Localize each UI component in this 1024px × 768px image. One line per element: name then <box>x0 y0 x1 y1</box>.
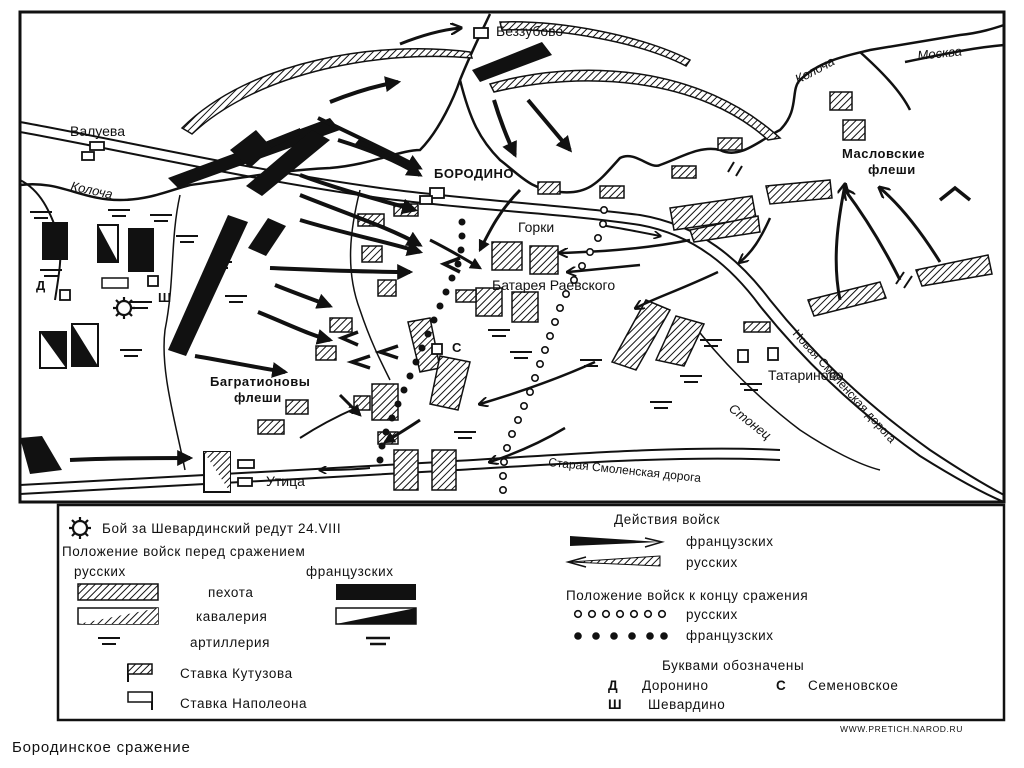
caption-text: Бородинское сражение <box>12 739 191 756</box>
place-bezzubovo: Беззубово <box>496 23 563 39</box>
new-smolensk-road-edge <box>19 131 1005 503</box>
water-kolocha-west: Колоча <box>69 178 114 202</box>
russian-cavalry-sweeps <box>180 21 782 141</box>
place-raevsky-battery: Батарея Раевского <box>492 277 615 293</box>
village-markers <box>59 27 779 487</box>
legend-actions-russian: русских <box>686 555 738 570</box>
water-moskva: Москва <box>917 43 963 63</box>
western-stream <box>163 194 186 471</box>
russian-final-line <box>498 206 608 494</box>
legend-actions-title: Действия войск <box>614 512 720 527</box>
stonets-stream <box>689 319 881 471</box>
legend-end-russian: русских <box>686 607 738 622</box>
legend-russian-cavalry-fill <box>78 608 158 624</box>
place-maslovskie-2: флеши <box>868 162 916 177</box>
legend-napoleon-flag-icon <box>127 691 153 710</box>
legend-name-s: Семеновское <box>808 678 898 693</box>
legend-end-title: Положение войск к концу сражения <box>566 588 808 603</box>
place-gorki: Горки <box>518 219 554 235</box>
french-cavalry-positions <box>39 130 272 493</box>
credit-text: WWW.PRETICH.NAROD.RU <box>840 724 963 734</box>
moskva-river <box>859 43 1005 111</box>
letter-shevardino: Ш <box>158 290 172 305</box>
letter-semenovskoe: С <box>452 340 462 355</box>
legend-napoleon-text: Ставка Наполеона <box>180 696 307 711</box>
semenovka-stream <box>349 189 391 381</box>
legend-name-sh: Шевардино <box>648 697 725 712</box>
kutuzov-hq-flag-icon <box>743 321 771 333</box>
map-border <box>18 10 1006 504</box>
water-stonets: Стонец <box>726 401 774 443</box>
napoleon-hq-flag-icon <box>101 277 129 289</box>
legend-russian-action-arrow <box>565 555 661 568</box>
legend-french-artillery-icon <box>366 636 390 646</box>
legend-french-action-arrow <box>570 536 665 548</box>
legend-shevardino-text: Бой за Шевардинский редут 24.VIII <box>102 521 341 536</box>
artillery-marks <box>30 161 913 439</box>
legend-artillery-label: артиллерия <box>190 635 270 650</box>
place-tatarinovo: Татариново <box>768 367 844 383</box>
legend-infantry-label: пехота <box>208 585 253 600</box>
legend-kutuzov-text: Ставка Кутузова <box>180 666 293 681</box>
legend-french-infantry-swatch <box>336 584 416 600</box>
place-bagration-1: Багратионовы <box>210 374 310 389</box>
legend-french-end-dots <box>574 632 668 640</box>
legend-letter-sh: Ш <box>608 697 622 712</box>
legend-cavalry-label: кавалерия <box>196 609 267 624</box>
place-utitsa: Утица <box>266 473 305 489</box>
legend-letter-d: Д <box>608 678 618 693</box>
legend-border <box>56 503 1006 722</box>
legend-french-cavalry-fill <box>336 608 416 624</box>
legend-positions-title: Положение войск перед сражением <box>62 544 305 559</box>
legend-russian-artillery-icon <box>98 637 120 645</box>
legend-name-d: Доронино <box>642 678 709 693</box>
place-maslovskie-1: Масловские <box>842 146 925 161</box>
french-final-line <box>376 218 466 464</box>
legend-end-french: французских <box>686 628 774 643</box>
place-bagration-2: флеши <box>234 390 282 405</box>
place-borodino: БОРОДИНО <box>434 166 514 181</box>
new-smolensk-road <box>19 121 1005 496</box>
letter-doronino: Д <box>36 278 46 293</box>
legend-actions-french: французских <box>686 534 774 549</box>
redoubt-battle-icon-map <box>113 297 135 319</box>
legend-russian-end-dots <box>573 609 667 619</box>
legend-shevardino-icon <box>69 517 91 539</box>
legend-french-col: французских <box>306 564 394 579</box>
legend-russian-infantry-swatch <box>77 583 159 601</box>
water-kolocha-north: Колоча <box>792 53 837 86</box>
french-chevrons <box>337 185 972 370</box>
road-new-smolensk: Новая Смоленская дорога <box>790 327 899 446</box>
place-valueva: Валуева <box>70 123 125 139</box>
legend-kutuzov-flag-icon <box>127 663 153 682</box>
legend-russian-col: русских <box>74 564 126 579</box>
legend-letters-title: Буквами обозначены <box>662 658 804 673</box>
russian-positions <box>257 91 993 491</box>
legend-letter-s: С <box>776 678 786 693</box>
